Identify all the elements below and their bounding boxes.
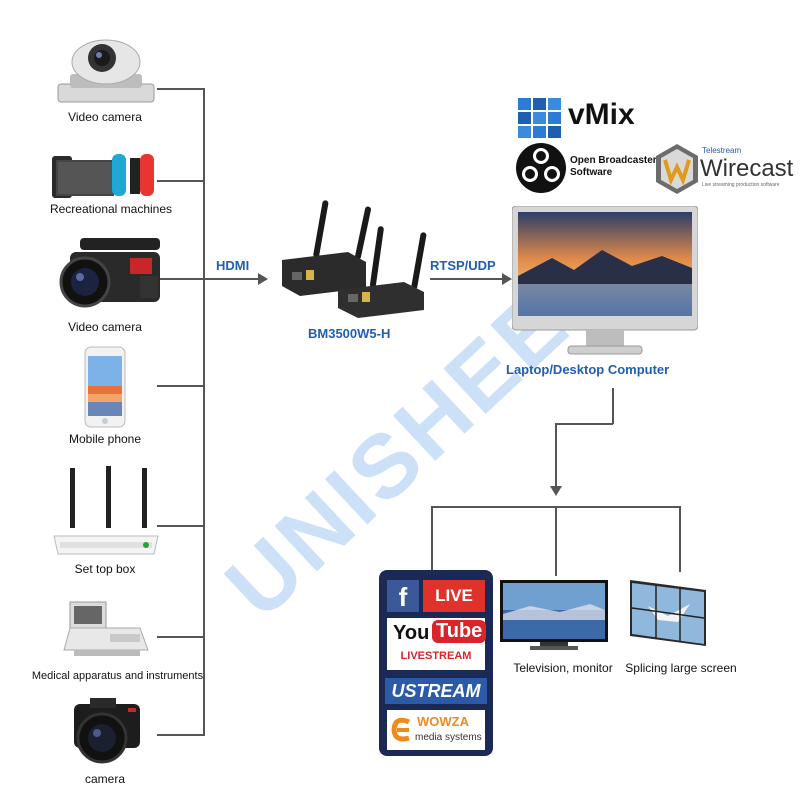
hdmi-arrowhead [258, 273, 268, 285]
obs-logo-text-2: Software [570, 167, 612, 178]
source-label-4: Mobile phone [40, 432, 170, 446]
ustream-logo: USTREAM [385, 678, 487, 704]
rtsp-arrow-line [430, 278, 504, 280]
rtsp-label: RTSP/UDP [430, 258, 496, 273]
streaming-platforms-panel: f LIVE You Tube LIVESTREAM USTREAM WOWZA… [379, 570, 493, 756]
source-label-2: Recreational machines [30, 202, 192, 216]
computer-down-line-2 [555, 423, 613, 425]
source-label-1: Video camera [40, 110, 170, 124]
computer-down-line-3 [555, 423, 557, 487]
livestream-text: LIVESTREAM [391, 650, 481, 662]
wirecast-logo-text: Wirecast [700, 155, 793, 183]
connector-source-7 [157, 734, 204, 736]
computer-down-line-1 [612, 388, 614, 424]
connector-source-6 [157, 636, 204, 638]
connector-source-bus [203, 88, 205, 736]
live-badge: LIVE [423, 580, 485, 612]
desktop-computer-icon [512, 206, 698, 358]
vmix-logo-icon [518, 98, 564, 140]
obs-logo-text-1: Open Broadcaster [570, 155, 657, 166]
connector-source-2 [157, 180, 204, 182]
vmix-logo-text: vMix [568, 98, 635, 132]
computer-down-arrowhead [550, 486, 562, 496]
medical-device-icon [60, 598, 150, 660]
connector-source-4 [157, 385, 204, 387]
wowza-logo: WOWZA media systems [387, 710, 485, 750]
output-drop-tv [555, 506, 557, 576]
wowza-e-icon [391, 716, 413, 744]
router-icon [50, 466, 162, 560]
hdmi-arrow-line [204, 278, 260, 280]
output-drop-wall [679, 506, 681, 572]
rtsp-arrowhead [502, 273, 512, 285]
video-wall-label: Splicing large screen [618, 661, 744, 675]
wirecast-tagline: Live streaming production software [702, 182, 780, 188]
dslr-camera-icon [66, 694, 148, 766]
wowza-text: WOWZA [417, 714, 469, 729]
youtube-tube-text: Tube [432, 620, 486, 643]
obs-logo-icon [515, 142, 567, 194]
connector-source-5 [157, 525, 204, 527]
wirecast-small-text: Telestream [702, 146, 741, 155]
connector-source-1 [157, 88, 204, 90]
source-label-7: camera [40, 772, 170, 786]
video-wall-icon [628, 576, 708, 650]
youtube-you-text: You [393, 622, 429, 645]
tv-label: Television, monitor [504, 661, 622, 675]
hdmi-label: HDMI [216, 258, 249, 273]
encoder-label: BM3500W5-H [308, 326, 390, 341]
source-label-3: Video camera [40, 320, 170, 334]
game-console-icon [52, 152, 156, 200]
television-icon [500, 580, 608, 652]
wirecast-logo-icon [655, 143, 699, 195]
encoder-device-icon [278, 198, 430, 320]
source-label-6: Medical apparatus and instruments [20, 670, 215, 682]
youtube-logo: You Tube LIVESTREAM [387, 618, 485, 670]
camcorder-icon [40, 234, 170, 314]
facebook-logo-icon: f [387, 580, 419, 612]
computer-label: Laptop/Desktop Computer [506, 362, 669, 377]
source-label-5: Set top box [40, 562, 170, 576]
wowza-sub-text: media systems [415, 732, 482, 743]
mobile-phone-icon [84, 346, 126, 428]
ptz-camera-icon [50, 34, 160, 106]
output-drop-platforms [431, 506, 433, 572]
